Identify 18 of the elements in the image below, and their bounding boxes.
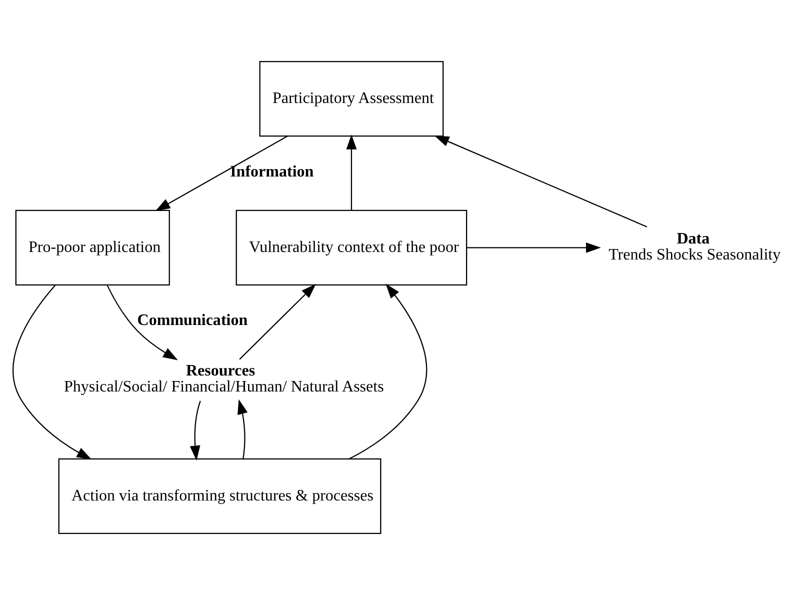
- arrow: [434, 136, 648, 228]
- arrow: [466, 242, 601, 253]
- node-box: Action via transforming structures & processes: [58, 458, 382, 534]
- node-text: Data Trends Shocks Seasonality: [608, 230, 781, 264]
- node-box: Vulnerability context of the poor: [236, 210, 468, 286]
- arrow: [239, 284, 316, 360]
- node-box: Pro-poor application: [15, 210, 170, 286]
- arrow: [106, 284, 178, 360]
- arrow: [349, 284, 428, 460]
- arrow: [12, 284, 92, 460]
- arrow: [238, 399, 248, 459]
- node-text: Resources Physical/Social/ Financial/Human/ Natural Assets: [64, 362, 384, 396]
- arrow: [155, 136, 288, 212]
- node-box: Participatory Assessment: [259, 61, 444, 137]
- edge-label: Communication: [137, 312, 248, 330]
- arrow: [346, 134, 357, 210]
- arrow: [190, 400, 201, 461]
- edge-label: Information: [230, 163, 314, 180]
